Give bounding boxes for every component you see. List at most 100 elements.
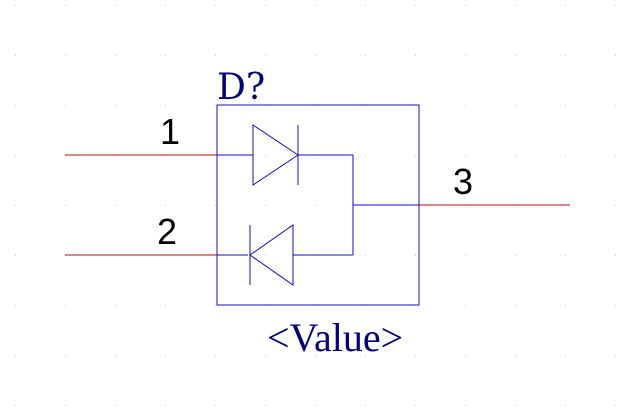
grid-dot — [365, 155, 366, 156]
grid-dot — [465, 5, 466, 6]
grid-dot — [265, 155, 266, 156]
grid-dot — [415, 55, 416, 56]
grid-dot — [65, 105, 66, 106]
grid-dot — [15, 105, 16, 106]
grid-dot — [565, 405, 566, 406]
grid-dot — [565, 305, 566, 306]
grid-dot — [515, 55, 516, 56]
grid-dot — [465, 105, 466, 106]
grid-dot — [465, 355, 466, 356]
grid-dot — [265, 55, 266, 56]
grid-dot — [115, 105, 116, 106]
grid-dot — [115, 305, 116, 306]
grid-dot — [615, 355, 616, 356]
grid-dot — [615, 205, 616, 206]
grid-dot — [315, 205, 316, 206]
grid-dot — [15, 55, 16, 56]
grid-dot — [565, 55, 566, 56]
grid-dot — [215, 405, 216, 406]
grid-dot — [315, 55, 316, 56]
grid-dot — [415, 355, 416, 356]
grid-dot — [565, 5, 566, 6]
internal-wiring — [217, 154, 419, 256]
grid-dot — [465, 405, 466, 406]
grid-dot — [215, 55, 216, 56]
grid-dot — [15, 205, 16, 206]
pin-3-number: 3 — [453, 161, 473, 202]
grid-dot — [615, 55, 616, 56]
grid-dot — [215, 205, 216, 206]
grid-dot — [215, 105, 216, 106]
grid-dot — [65, 205, 66, 206]
grid-dot — [315, 5, 316, 6]
grid-dot — [515, 305, 516, 306]
grid-dot — [215, 5, 216, 6]
grid-dot — [115, 355, 116, 356]
grid-dot — [165, 355, 166, 356]
pin-1-number: 1 — [160, 111, 180, 152]
grid-dot — [615, 5, 616, 6]
grid-dot — [15, 405, 16, 406]
grid-dot — [265, 5, 266, 6]
grid-dot — [315, 405, 316, 406]
grid-dot — [165, 305, 166, 306]
grid-dot — [115, 405, 116, 406]
grid-dot — [615, 405, 616, 406]
grid-dot — [15, 5, 16, 6]
grid-dot — [465, 155, 466, 156]
grid-dot — [165, 55, 166, 56]
grid-dot — [565, 355, 566, 356]
grid-dot — [415, 5, 416, 6]
grid-dot — [365, 55, 366, 56]
diode-upper-icon — [252, 124, 299, 186]
grid-dot — [165, 105, 166, 106]
component-value[interactable]: <Value> — [267, 315, 403, 360]
grid-dot — [165, 405, 166, 406]
grid-dot — [65, 5, 66, 6]
pin-2-number: 2 — [157, 211, 177, 252]
grid-dot — [165, 5, 166, 6]
grid-dot — [465, 55, 466, 56]
grid-dot — [365, 5, 366, 6]
grid-dot — [215, 305, 216, 306]
grid-dot — [615, 105, 616, 106]
grid-dot — [15, 155, 16, 156]
grid-dot — [65, 305, 66, 306]
grid-dot — [515, 405, 516, 406]
grid-dot — [365, 255, 366, 256]
grid-dot — [315, 355, 316, 356]
grid-dot — [515, 155, 516, 156]
grid-dot — [115, 205, 116, 206]
grid-dot — [265, 405, 266, 406]
grid-dot — [15, 305, 16, 306]
grid-dot — [265, 355, 266, 356]
grid-dot — [465, 305, 466, 306]
grid-dot — [515, 5, 516, 6]
diode-lower-icon — [249, 224, 294, 286]
grid-dot — [365, 355, 366, 356]
grid-dot — [515, 355, 516, 356]
grid-dot — [15, 355, 16, 356]
grid-dot — [65, 355, 66, 356]
grid-dot — [415, 155, 416, 156]
grid-dot — [465, 255, 466, 256]
component-designator[interactable]: D? — [217, 67, 265, 108]
grid-dot — [415, 255, 416, 256]
grid-dot — [565, 255, 566, 256]
grid-dot — [265, 205, 266, 206]
grid-dot — [565, 155, 566, 156]
grid-dot — [515, 255, 516, 256]
grid-dot — [115, 5, 116, 6]
grid-dot — [615, 255, 616, 256]
grid-dot — [515, 105, 516, 106]
grid-dot — [615, 155, 616, 156]
grid-dot — [215, 355, 216, 356]
grid-dot — [365, 405, 366, 406]
grid-dot — [165, 205, 166, 206]
grid-dot — [65, 405, 66, 406]
grid-dot — [115, 55, 116, 56]
grid-dot — [415, 405, 416, 406]
grid-dot — [615, 305, 616, 306]
grid-dot — [65, 55, 66, 56]
